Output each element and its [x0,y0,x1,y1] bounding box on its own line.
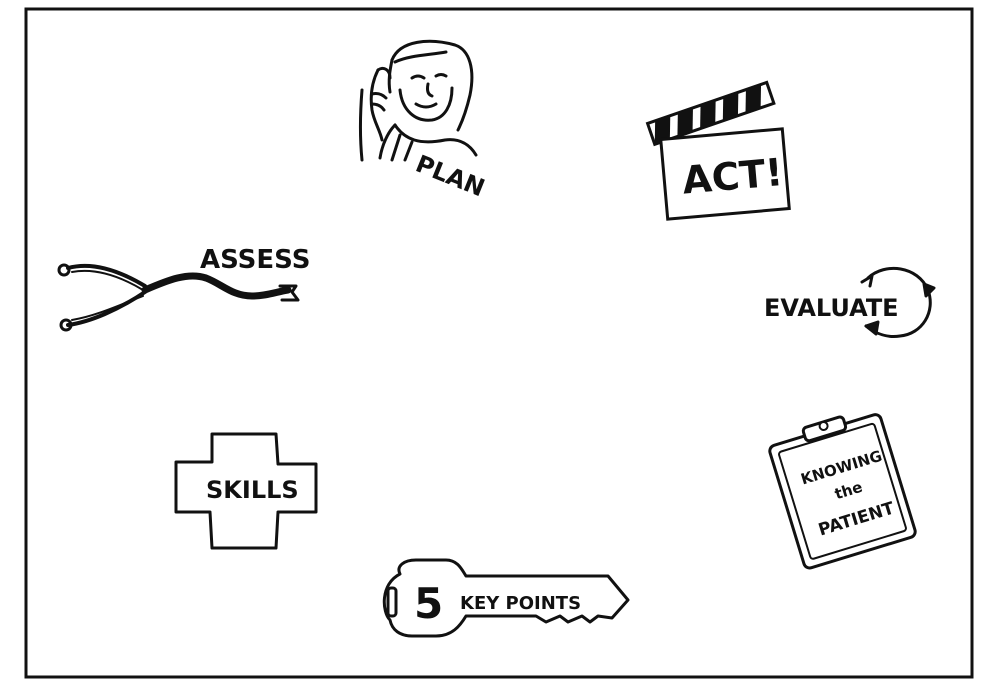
clipboard-icon [768,413,917,570]
clapperboard-icon [645,80,791,221]
assess-label: ASSESS [200,245,310,275]
circular-arrow-icon [860,266,936,338]
stethoscope-icon [57,263,300,332]
knowing-patient-group: KNOWING the PATIENT [768,413,917,570]
evaluate-group: EVALUATE [764,266,936,338]
key-icon [382,558,630,638]
act-group: ACT! [645,80,791,221]
key-label: KEY POINTS [460,593,581,614]
skills-group: SKILLS [174,432,318,550]
skills-label: SKILLS [206,476,299,504]
act-label: ACT! [681,150,785,203]
key-points-group: 5 KEY POINTS [382,558,630,638]
thinking-person-icon [359,39,478,162]
assess-group: ASSESS [57,245,310,332]
key-number: 5 [414,579,443,628]
medical-cross-icon [174,432,318,550]
evaluate-label: EVALUATE [764,294,899,322]
